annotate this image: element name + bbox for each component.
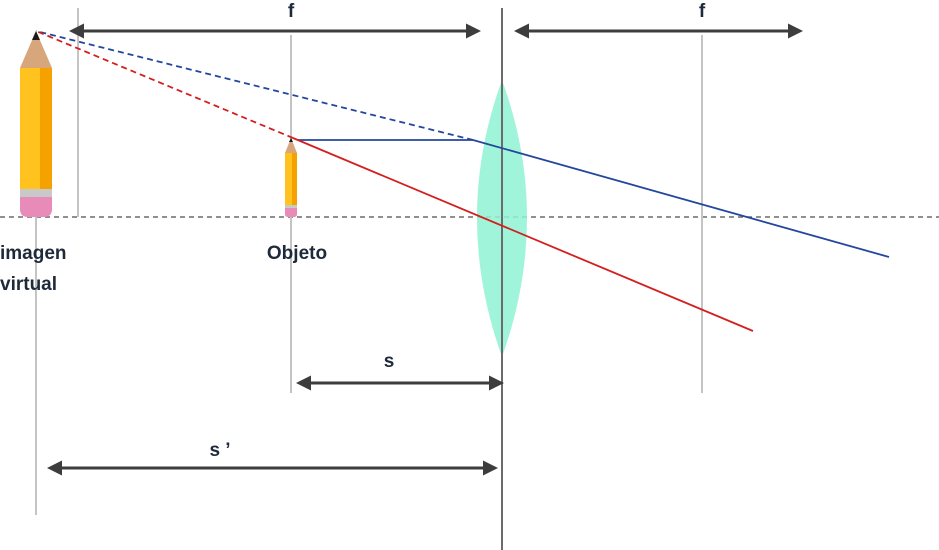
focal-label-right: f: [699, 1, 706, 22]
ray-central: [292, 137, 754, 332]
ray-parallel-virtual-extension: [35, 30, 474, 141]
virtual-image-label-line2: virtual: [0, 274, 57, 295]
image-distance-label: s ’: [209, 440, 230, 461]
ray-parallel-refracted: [472, 139, 890, 258]
virtual-image-label-line1: imagen: [0, 243, 67, 264]
pencil-icon: [285, 138, 297, 217]
focal-label-left: f: [288, 1, 295, 22]
pencil-icon: [20, 31, 52, 217]
ray-central-virtual-extension: [35, 30, 294, 139]
object-distance-label: s: [384, 351, 395, 372]
object-label: Objeto: [267, 243, 327, 264]
